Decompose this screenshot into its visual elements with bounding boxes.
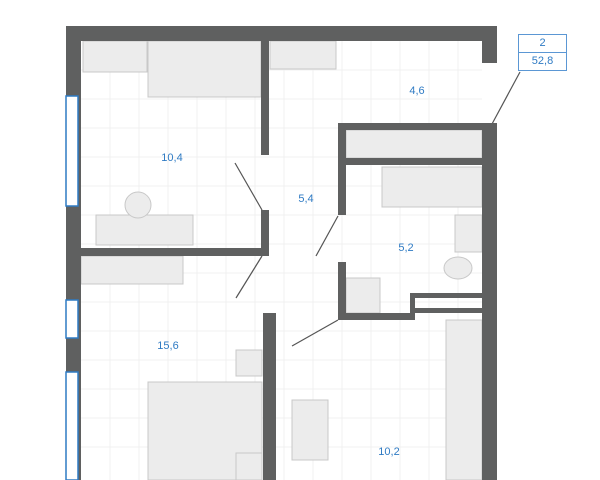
washer: [345, 277, 381, 314]
window: [65, 371, 79, 480]
room-area-label: 15,6: [157, 340, 179, 352]
chair: [124, 191, 152, 219]
wardrobe-bath: [345, 129, 483, 159]
bed-small: [147, 40, 262, 98]
desk: [95, 214, 194, 246]
kitchen-counter: [445, 319, 483, 480]
wardrobe-middle: [80, 255, 184, 285]
small-box: [235, 452, 263, 480]
toilet: [443, 256, 473, 280]
walls: [66, 26, 497, 480]
shelf: [269, 40, 337, 70]
bathtub: [381, 166, 483, 208]
sink: [454, 214, 483, 253]
window: [65, 95, 79, 207]
wardrobe-top: [82, 40, 148, 73]
room-area-label: 10,2: [378, 446, 400, 458]
room-area-label: 10,4: [161, 152, 183, 164]
furniture: [80, 40, 483, 480]
nightstand: [235, 349, 263, 377]
room-area-label: 4,6: [409, 85, 425, 97]
room-area-label: 5,4: [298, 193, 314, 205]
apartment-info-box: 2 52,8: [518, 34, 567, 71]
rooms-count: 2: [539, 37, 546, 49]
total-area: 52,8: [519, 52, 566, 70]
door-swings: [234, 71, 521, 347]
windows: [65, 95, 79, 480]
window: [65, 299, 79, 339]
dining-table: [291, 399, 329, 461]
room-area-label: 5,2: [398, 242, 414, 254]
